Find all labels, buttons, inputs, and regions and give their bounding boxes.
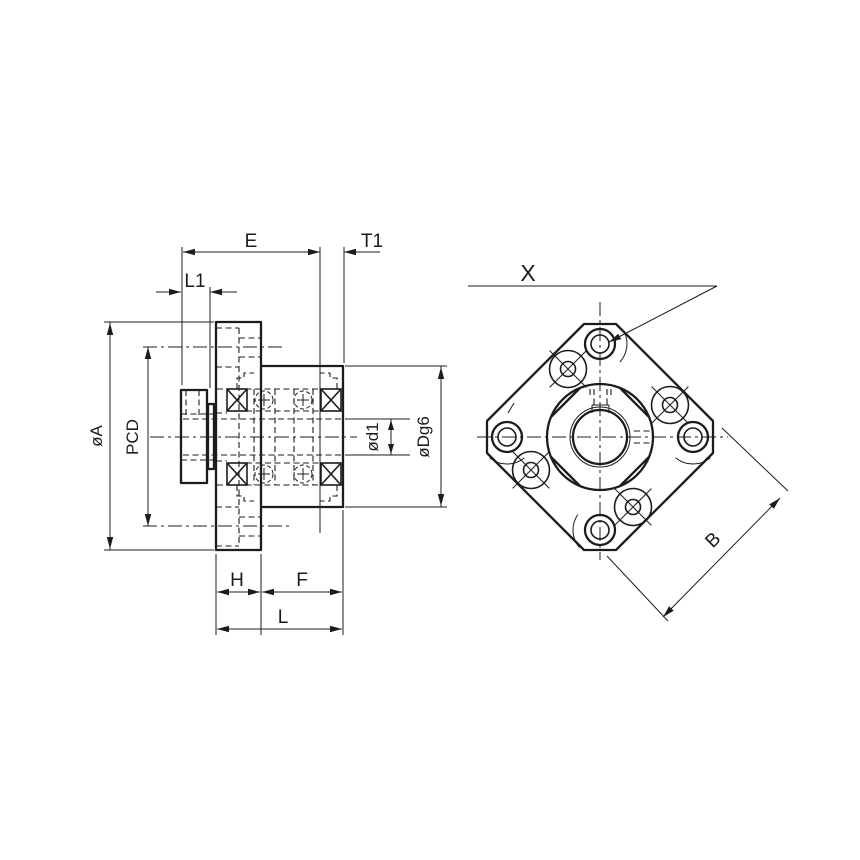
side-section-view: E T1 L1 øA PCD ød1 øDg6 H F L: [87, 231, 447, 635]
bearing-box-top-left: [226, 388, 248, 412]
dim-label-dia-d1: ød1: [363, 422, 382, 451]
mounting-hole-top: [583, 327, 628, 363]
side-dimension-labels: E T1 L1 øA PCD ød1 øDg6 H F L: [87, 231, 433, 628]
bearing-race-boxes: [226, 388, 342, 486]
flange-front-outline: [485, 322, 715, 552]
front-view: X B: [468, 260, 789, 622]
body-outline: [261, 364, 345, 509]
front-center-lines: [477, 302, 728, 560]
dim-label-l1: L1: [184, 271, 205, 292]
dim-label-dia-dg6: øDg6: [414, 416, 433, 458]
dim-label-pcd: PCD: [123, 419, 142, 455]
dim-label-dia-a: øA: [87, 424, 106, 446]
mounting-hole-bottom: [572, 513, 617, 548]
thread-hole-lower-right: [613, 487, 653, 527]
dim-label-f: F: [296, 570, 308, 591]
dim-label-e: E: [245, 231, 258, 252]
bearing-box-top-right: [320, 388, 342, 412]
bearing-box-bottom-left: [226, 462, 248, 486]
keyway-notch: [591, 404, 610, 413]
set-screw-hidden-lines: [589, 389, 652, 444]
locknut-wrench-flats: [550, 387, 650, 487]
thread-relief-circle: [569, 406, 631, 468]
detail-x-leader: X: [468, 260, 718, 343]
side-outline: [179, 320, 345, 552]
detail-label-x: X: [520, 260, 535, 286]
thread-hole-upper-left: [548, 349, 588, 389]
center-bore-group: [545, 382, 655, 492]
bearing-ball-circles: [254, 390, 313, 484]
dim-label-b: B: [701, 528, 725, 552]
dim-label-t1: T1: [361, 231, 383, 252]
dimension-b: B: [606, 427, 789, 622]
side-center-lines: [143, 346, 357, 527]
flange-outline: [214, 320, 263, 552]
mounting-hole-right: [675, 420, 711, 465]
side-dimensions: [104, 247, 447, 635]
bearing-box-bottom-right: [320, 462, 342, 486]
shaft-bore-circle: [571, 408, 629, 466]
collar-outline: [206, 402, 216, 471]
thread-hole-upper-right: [650, 385, 690, 425]
dim-label-h: H: [230, 570, 244, 591]
dim-label-l: L: [278, 607, 289, 628]
pilot-circle: [545, 382, 655, 492]
mounting-hole-left: [489, 402, 525, 465]
thread-hole-lower-left: [511, 450, 551, 490]
